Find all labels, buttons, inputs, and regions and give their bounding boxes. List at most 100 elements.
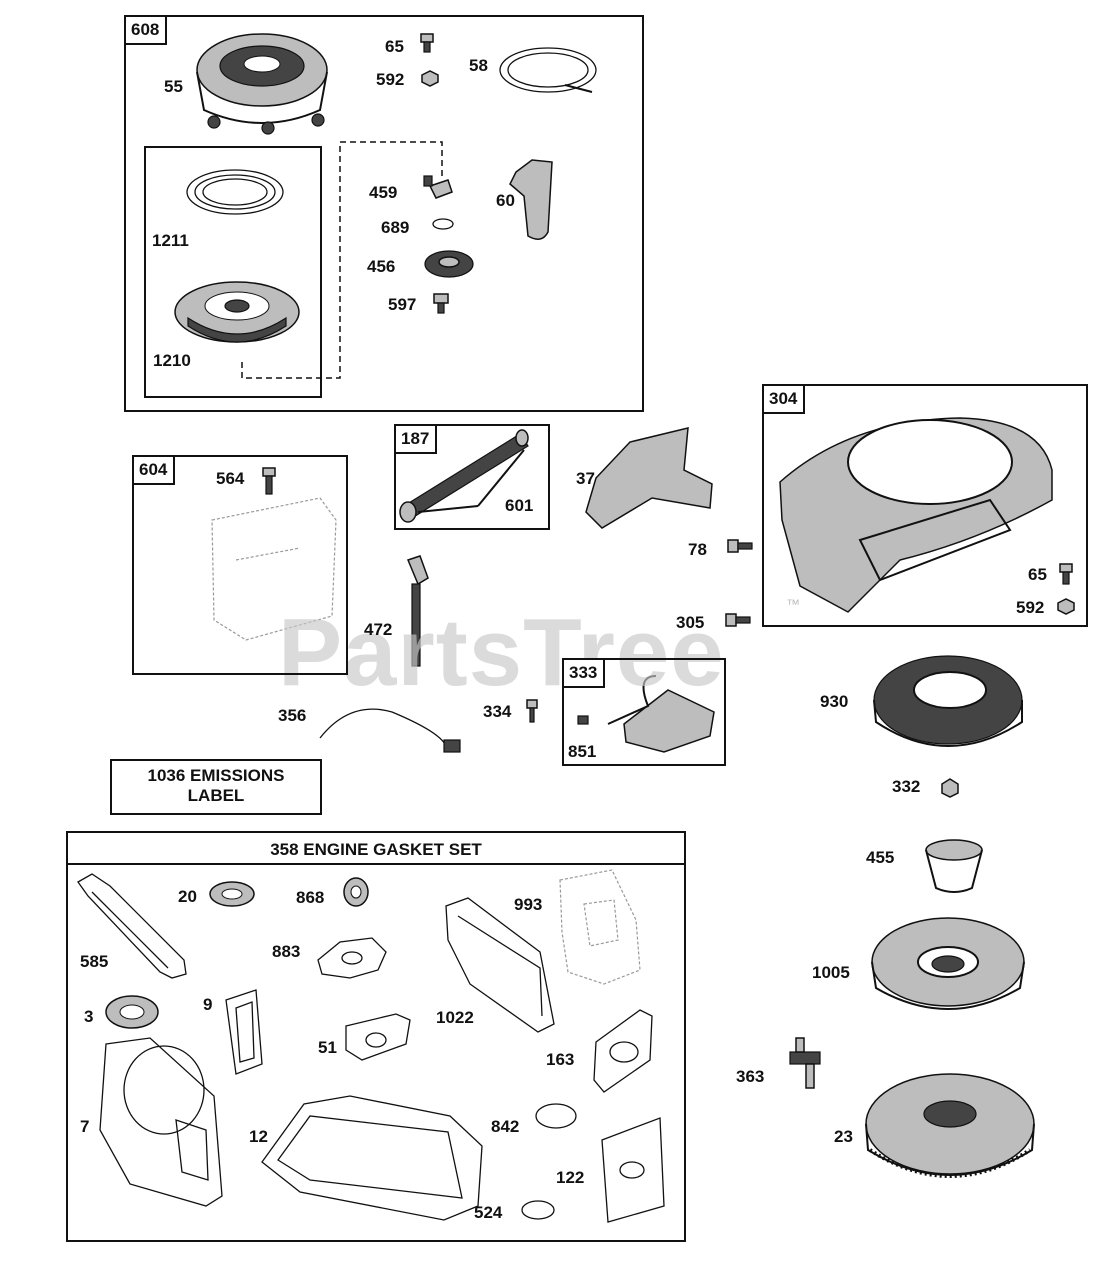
rewind-starter-housing-part[interactable] [196,33,328,135]
gasket-993-part[interactable] [559,869,641,985]
callout-60[interactable]: 60 [496,191,515,210]
oil-seal-868-part[interactable] [343,877,369,907]
callout-601[interactable]: 601 [505,496,534,515]
callout-20[interactable]: 20 [178,887,197,906]
rewind-spring-part[interactable] [186,169,284,215]
muffler-screw-part[interactable] [262,467,276,495]
callout-55[interactable]: 55 [164,77,183,96]
callout-597[interactable]: 597 [388,295,417,314]
callout-12[interactable]: 12 [249,1127,268,1146]
callout-122[interactable]: 122 [556,1168,585,1187]
o-ring-842-part[interactable] [535,1103,577,1129]
callout-459[interactable]: 459 [369,183,398,202]
screw-part[interactable] [433,293,449,314]
armature-magneto-part[interactable] [577,675,715,753]
callout-37[interactable]: 37 [576,469,595,488]
callout-1005[interactable]: 1005 [812,963,850,982]
starter-rope-part[interactable] [499,47,597,93]
callout-883[interactable]: 883 [272,942,301,961]
frame-tag-604[interactable]: 604 [134,457,176,485]
callout-993[interactable]: 993 [514,895,543,914]
callout-842[interactable]: 842 [491,1117,520,1136]
crankcase-gasket-12-part[interactable] [261,1095,483,1221]
callout-851[interactable]: 851 [568,742,597,761]
callout-455[interactable]: 455 [866,848,895,867]
frame-358-engine-gasket-set: 358 ENGINE GASKET SET [66,831,686,1242]
callout-356[interactable]: 356 [278,706,307,725]
head-gasket-7-part[interactable] [99,1037,223,1207]
callout-163[interactable]: 163 [546,1050,575,1069]
starter-pulley-part[interactable] [174,281,300,343]
callout-472[interactable]: 472 [364,620,393,639]
starter-cup-part[interactable] [424,250,474,278]
gasket-set-title[interactable]: 358 ENGINE GASKET SET [270,840,482,859]
gasket-122-part[interactable] [601,1117,665,1223]
callout-1211[interactable]: 1211 [152,231,189,250]
callout-592[interactable]: 592 [376,70,405,89]
frame-304-blower-housing: 304 [762,384,1088,627]
blower-housing-bolt-part[interactable] [1059,563,1073,585]
callout-1022[interactable]: 1022 [436,1008,474,1027]
callout-689[interactable]: 689 [381,218,410,237]
callout-524[interactable]: 524 [474,1203,503,1222]
callout-65[interactable]: 65 [385,37,404,56]
callout-592-blower[interactable]: 592 [1016,598,1045,617]
blower-housing-screw-part[interactable] [725,613,751,627]
dipstick-part[interactable] [406,555,429,667]
callout-51[interactable]: 51 [318,1038,337,1057]
starter-handle-part[interactable] [509,159,553,240]
air-guide-part[interactable] [585,427,713,529]
frame-tag-187[interactable]: 187 [396,426,438,454]
ignition-screw-part[interactable] [526,699,538,723]
starter-clutch-cup-part[interactable] [925,839,983,893]
frame-tag-333[interactable]: 333 [564,660,606,688]
retainer-clip-part[interactable] [432,218,454,230]
gasket-1022-part[interactable] [445,897,555,1033]
callout-930[interactable]: 930 [820,692,849,711]
nut-part[interactable] [421,70,439,87]
frame-608-rewind-starter: 608 [124,15,644,412]
blower-housing-nut-part[interactable] [1057,598,1075,615]
blower-housing-part[interactable] [779,417,1053,613]
fan-retainer-part[interactable] [871,917,1025,1010]
flywheel-nut-part[interactable] [941,778,959,798]
frame-tag-304[interactable]: 304 [764,386,806,414]
callout-363[interactable]: 363 [736,1067,765,1086]
frame-tag-608[interactable]: 608 [126,17,168,45]
o-ring-524-part[interactable] [521,1200,555,1220]
bolt-part[interactable] [420,33,434,53]
gasket-9-part[interactable] [225,989,263,1075]
callout-23[interactable]: 23 [834,1127,853,1146]
callout-3[interactable]: 3 [84,1007,94,1026]
dipstick-tube-part[interactable] [399,429,529,523]
muffler-part[interactable] [211,497,337,641]
callout-585[interactable]: 585 [80,952,109,971]
rotating-screen-part[interactable] [873,655,1023,747]
intake-gasket-883-part[interactable] [317,937,387,979]
callout-456[interactable]: 456 [367,257,396,276]
gasket-163-part[interactable] [593,1009,653,1093]
frame-604-muffler: 604 [132,455,348,675]
callout-868[interactable]: 868 [296,888,325,907]
gasket-585-part[interactable] [77,873,187,979]
ground-wire-part[interactable] [319,708,461,753]
callout-564[interactable]: 564 [216,469,245,488]
gasket-51-part[interactable] [345,1013,411,1061]
callout-332[interactable]: 332 [892,777,921,796]
callout-65-blower[interactable]: 65 [1028,565,1047,584]
callout-1210[interactable]: 1210 [153,351,191,370]
air-guide-screw-part[interactable] [727,539,753,553]
oil-seal-20-part[interactable] [209,881,255,907]
pawl-part[interactable] [423,175,453,199]
oil-seal-3-part[interactable] [105,995,159,1029]
flywheel-part[interactable] [865,1073,1035,1178]
rectifier-stud-part[interactable] [789,1037,821,1089]
emissions-label-line2: LABEL [187,786,245,805]
emissions-label-box[interactable]: 1036 EMISSIONS LABEL [110,759,322,815]
callout-305[interactable]: 305 [676,613,705,632]
callout-334[interactable]: 334 [483,702,512,721]
callout-78[interactable]: 78 [688,540,707,559]
callout-58[interactable]: 58 [469,56,488,75]
callout-9[interactable]: 9 [203,995,213,1014]
callout-7[interactable]: 7 [80,1117,90,1136]
